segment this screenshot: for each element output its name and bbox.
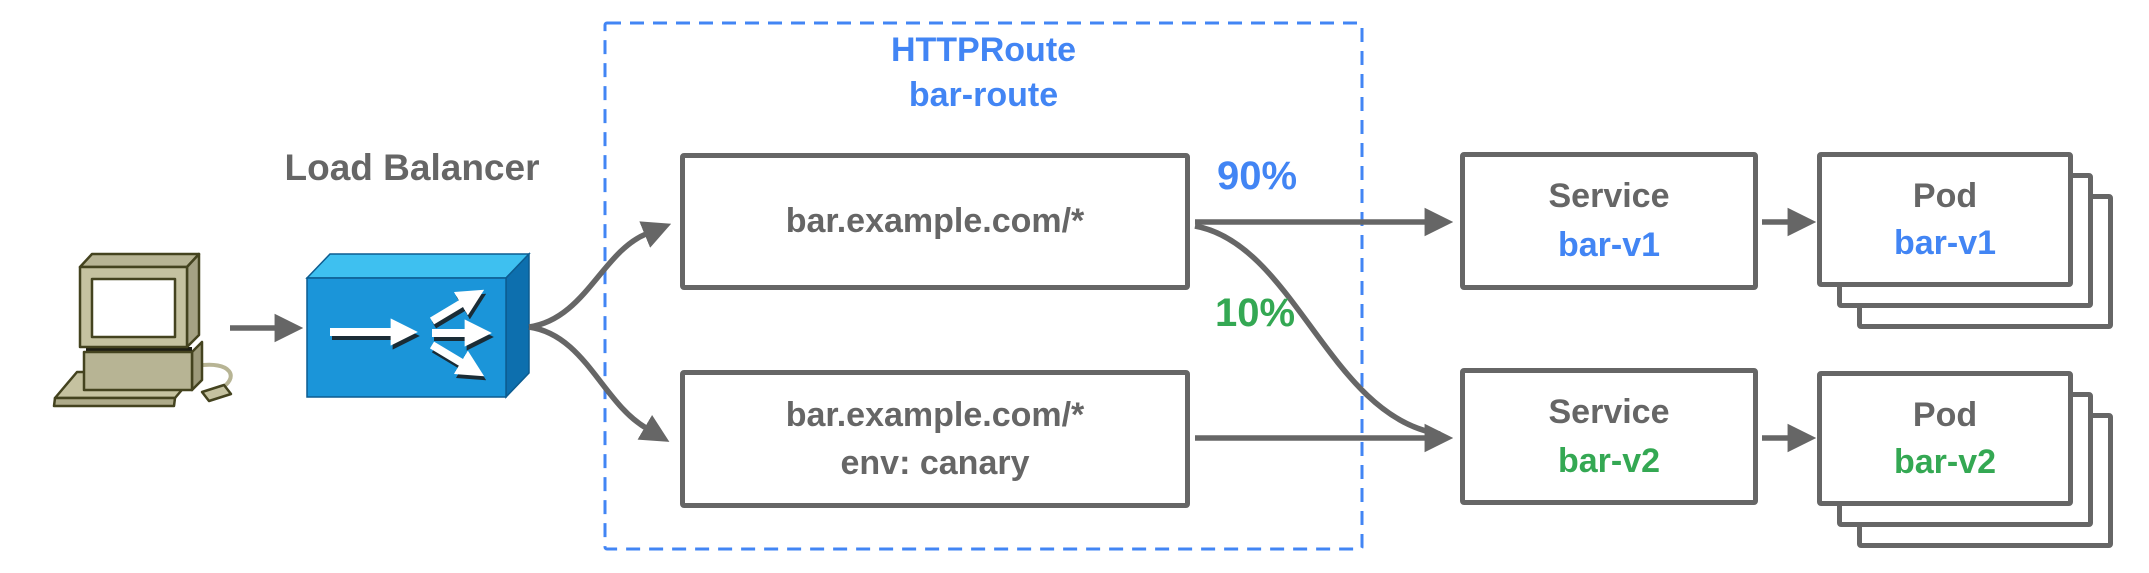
httproute-boundary	[603, 21, 1364, 551]
service-bar-v2-box: Service bar-v2	[1460, 368, 1758, 505]
pod-bar-v2-box: Pod bar-v2	[1817, 371, 2073, 506]
pod-bar-v1-box: Pod bar-v1	[1817, 152, 2073, 287]
arrow-rule1-to-service-v2-canary	[1194, 223, 1441, 437]
service-bar-v1-box: Service bar-v1	[1460, 152, 1758, 290]
load-balancer-label: Load Balancer	[284, 147, 540, 188]
arrow-lb-to-rule2	[528, 324, 670, 442]
pod-bar-v1-stack: Pod bar-v1	[1817, 152, 2117, 332]
pod-v2-kind: Pod	[1912, 395, 1978, 434]
route-rule-1-match: bar.example.com/*	[785, 202, 1085, 240]
httproute-name: bar-route	[908, 76, 1059, 114]
service-v1-name: bar-v1	[1557, 226, 1661, 264]
pod-v1-kind: Pod	[1912, 176, 1978, 215]
arrow-lb-to-rule1	[528, 221, 672, 330]
pod-v2-name: bar-v2	[1893, 442, 1997, 481]
route-rule-2-box: bar.example.com/* env: canary	[680, 370, 1190, 508]
route-rule-2-match: bar.example.com/*	[785, 396, 1085, 434]
traffic-split-90-label: 90%	[1216, 154, 1298, 198]
service-v2-kind: Service	[1548, 392, 1670, 431]
desktop-computer-icon	[52, 252, 233, 408]
traffic-split-10-label: 10%	[1214, 291, 1296, 335]
httproute-title: HTTPRoute bar-route	[605, 28, 1362, 118]
pod-bar-v2-stack: Pod bar-v2	[1817, 371, 2117, 551]
pod-v1-name: bar-v1	[1893, 223, 1997, 262]
route-rule-2-header-match: env: canary	[840, 444, 1030, 482]
route-rule-1-box: bar.example.com/*	[680, 153, 1190, 290]
service-v1-kind: Service	[1548, 177, 1670, 215]
httproute-kind: HTTPRoute	[890, 31, 1077, 69]
service-v2-name: bar-v2	[1557, 441, 1661, 480]
load-balancer-icon	[305, 252, 531, 399]
